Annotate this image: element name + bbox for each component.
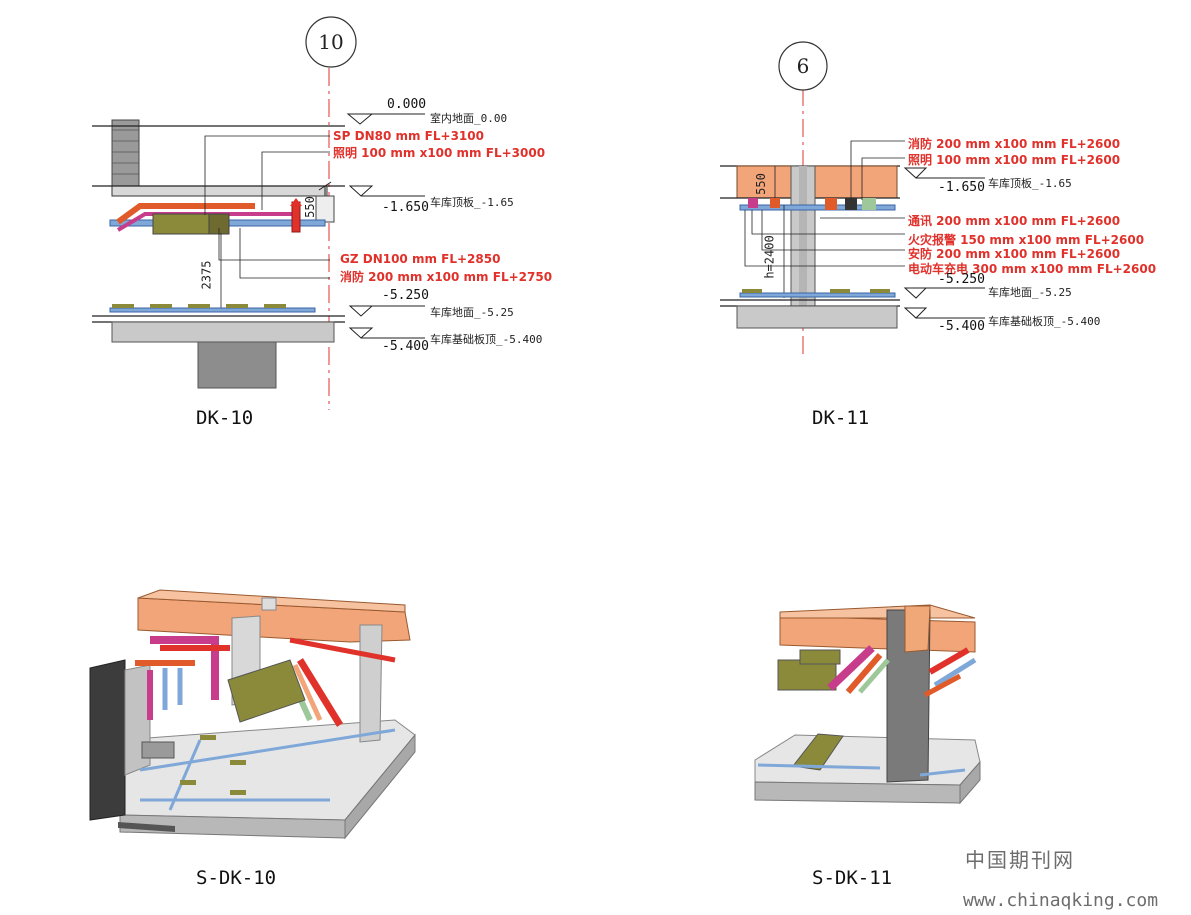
dk10-label-sp: SP DN80 mm FL+3100	[333, 129, 484, 143]
dk11-title: DK-11	[812, 407, 870, 429]
dk11-elev-ceiling: -1.650	[938, 180, 985, 195]
dk11-base-slab	[736, 305, 898, 329]
dk10-level-floor: 车库地面_-5.25	[430, 306, 514, 319]
dk11-label-alarm: 火灾报警 150 mm x100 mm FL+2600	[908, 233, 1145, 247]
dk10-level-ceiling: 车库顶板_-1.65	[430, 196, 514, 209]
dk11-label-fire: 消防 200 mm x100 mm FL+2600	[908, 137, 1121, 151]
dk11-label-security: 安防 200 mm x100 mm FL+2600	[908, 247, 1121, 261]
dk11-floor-tray	[739, 292, 896, 298]
dk10-label-fire: 消防 200 mm x100 mm FL+2750	[340, 270, 553, 284]
s-dk11-floor	[754, 734, 981, 786]
dk11-level-base: 车库基础板顶_-5.400	[988, 315, 1101, 328]
dk11-axis-bubble	[778, 41, 828, 91]
dk10-pipe-magenta	[116, 212, 300, 232]
s-dk10-title: S-DK-10	[196, 867, 277, 889]
dk10-elev-top: 0.000	[387, 97, 427, 112]
dk11-axis-label: 6	[796, 54, 810, 78]
watermark-url: www.chinaqking.com	[963, 890, 1159, 911]
dk10-label-gz: GZ DN100 mm FL+2850	[340, 252, 501, 266]
dk10-footing	[197, 341, 277, 389]
dk10-elev-floor: -5.250	[382, 288, 429, 303]
dk11-label-ev: 电动车充电 300 mm x100 mm FL+2600	[908, 262, 1157, 276]
s-dk11-pipes	[777, 645, 977, 698]
dk11-level-ceiling: 车库顶板_-1.65	[988, 177, 1072, 190]
s-dk10-wall	[89, 659, 126, 821]
dk11-elev-floor: -5.250	[938, 272, 985, 287]
dk10-floor-trays	[109, 304, 316, 313]
dk10-pipe-orange	[116, 203, 255, 225]
dk10-label-lighting: 照明 100 mm x100 mm FL+3000	[333, 146, 546, 160]
dk10-brick-wall	[111, 119, 140, 187]
dk10-level-base: 车库基础板顶_-5.400	[430, 333, 543, 346]
dk10-elev-ceiling: -1.650	[382, 200, 429, 215]
dk10-title: DK-10	[196, 407, 254, 429]
dk11-pipe-tray	[739, 204, 896, 211]
dk11-label-lighting: 照明 100 mm x100 mm FL+2600	[908, 153, 1121, 167]
s-dk11-title: S-DK-11	[812, 867, 893, 889]
dk11-ceiling-slab	[736, 165, 898, 199]
s-dk10-duct	[227, 659, 306, 723]
dk11-elev-base: -5.400	[938, 319, 985, 334]
s-dk11-ceiling-beam	[779, 615, 976, 653]
dk11-label-comm: 通讯 200 mm x100 mm FL+2600	[908, 214, 1121, 228]
dk10-axis-bubble	[305, 16, 357, 68]
dk10-level-indoor: 室内地面_0.00	[430, 112, 508, 125]
dk11-level-floor: 车库地面_-5.25	[988, 286, 1072, 299]
s-dk10-pipes	[135, 636, 396, 727]
watermark-cn: 中国期刊网	[965, 848, 1075, 872]
dk10-axis-label: 10	[318, 30, 344, 54]
dk10-elev-base: -5.400	[382, 339, 429, 354]
